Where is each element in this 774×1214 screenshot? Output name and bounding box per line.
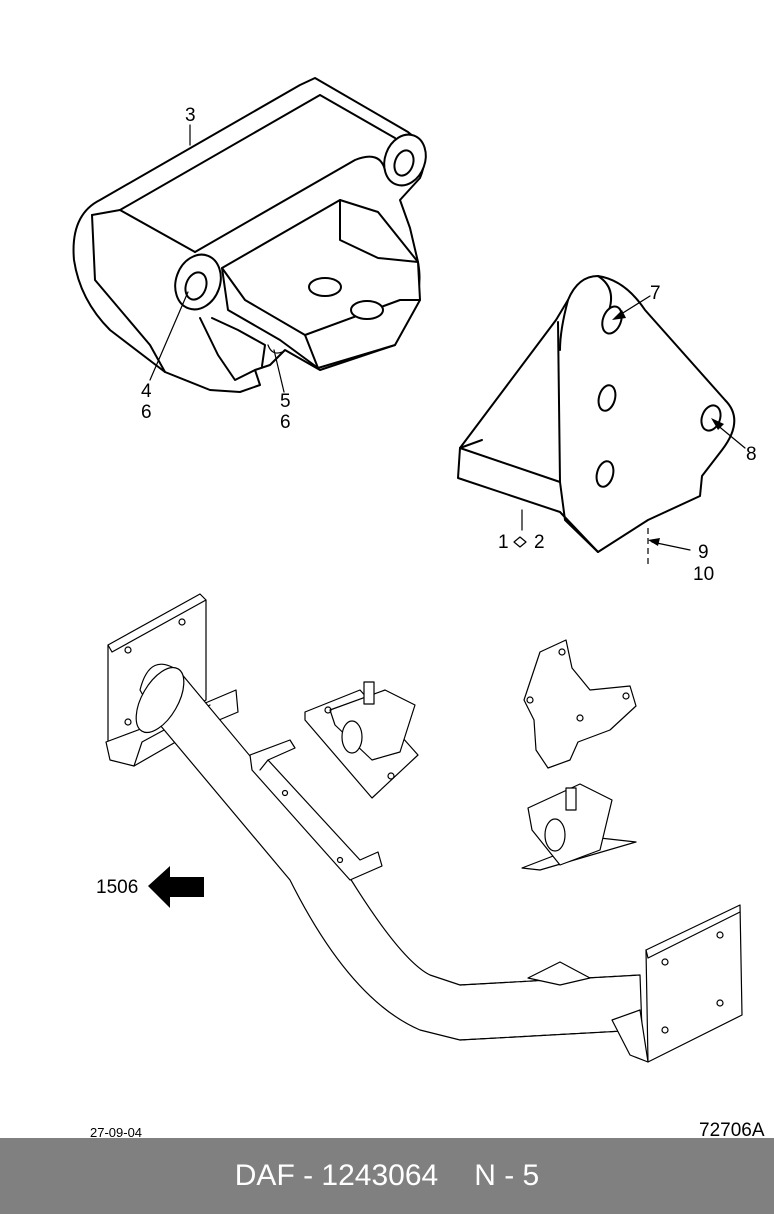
callout-7: 7 xyxy=(650,283,661,304)
callout-3: 3 xyxy=(185,105,196,126)
callout-1506: 1506 xyxy=(96,877,138,898)
callout-8: 8 xyxy=(746,444,757,465)
direction-arrow xyxy=(148,866,204,908)
callout-6b: 6 xyxy=(280,412,291,433)
callout-5: 5 xyxy=(280,391,291,412)
parts-diagram: 3 4 6 5 6 7 8 1 2 9 10 1506 27-09-04 727… xyxy=(72,77,765,1138)
part-number: DAF - 1243064 xyxy=(234,1159,439,1192)
callout-2: 2 xyxy=(534,532,545,553)
callout-10: 10 xyxy=(693,564,714,585)
page-number: N - 5 xyxy=(474,1159,540,1192)
drawing-date: 27-09-04 xyxy=(90,1125,142,1138)
footer-bar: DAF - 1243064 N - 5 xyxy=(0,1138,774,1214)
callout-1: 1 xyxy=(498,532,509,553)
bracket-part-7-8 xyxy=(457,275,746,568)
callout-4: 4 xyxy=(141,381,152,402)
bracket-part-3 xyxy=(72,77,427,393)
callout-6a: 6 xyxy=(141,402,152,423)
drawing-code: 72706A xyxy=(699,1120,765,1138)
callout-9: 9 xyxy=(698,542,709,563)
cross-tube-assembly xyxy=(105,593,743,1063)
